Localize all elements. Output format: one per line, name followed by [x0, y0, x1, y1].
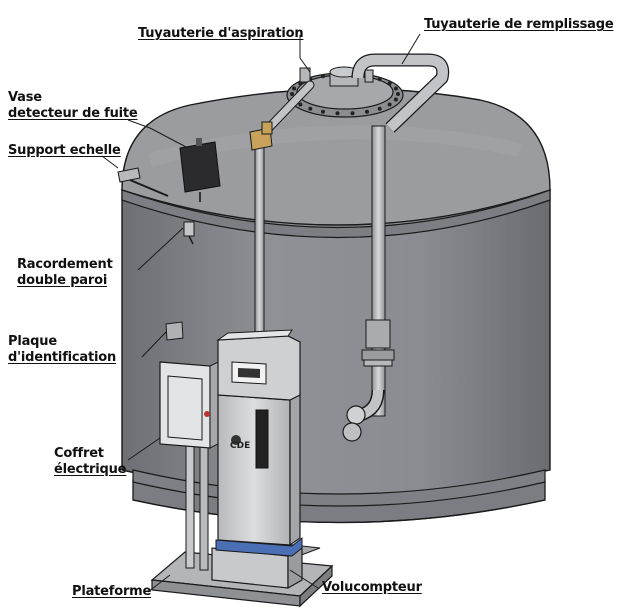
- label-volucompteur: Volucompteur: [322, 580, 422, 595]
- label-racordement-line2: double paroi: [17, 273, 108, 288]
- double-wall-connector: [183, 221, 195, 245]
- label-plaque-line1: Plaque: [8, 334, 57, 349]
- flange-bolt: [365, 109, 369, 114]
- label-coffret-line2: électrique: [54, 462, 127, 477]
- flange-bolt: [393, 86, 398, 91]
- flange-bolt: [321, 74, 325, 79]
- identification-plate: [165, 321, 184, 341]
- flange-bolt: [377, 106, 382, 111]
- flange-bolt: [290, 92, 294, 96]
- filling-pipe: [342, 53, 450, 442]
- label-plaque-line2: d'identification: [8, 350, 117, 365]
- flange-bolt: [377, 77, 382, 82]
- volucompteur-dispenser: [211, 329, 321, 590]
- label-coffret-line1: Coffret: [54, 446, 104, 461]
- flange-bolt: [335, 111, 340, 116]
- brand-logo-text: CDE: [230, 441, 250, 451]
- ladder-support: [117, 167, 169, 197]
- flange-bolt: [396, 92, 400, 96]
- label-tuyauterie-remplissage: Tuyauterie de remplissage: [424, 17, 614, 32]
- electrical-cabinet: [159, 361, 219, 571]
- label-racordement-line1: Racordement: [17, 257, 113, 272]
- flange-bolt: [321, 109, 325, 114]
- suction-pipe: [249, 80, 315, 336]
- label-support-echelle: Support echelle: [8, 143, 121, 158]
- label-vase-line1: Vase: [8, 90, 42, 105]
- flange-bolt: [393, 97, 398, 102]
- flange-bolt: [292, 86, 297, 91]
- flange-bolt: [308, 106, 313, 111]
- flange-bolt: [387, 102, 392, 107]
- label-tuyauterie-aspiration: Tuyauterie d'aspiration: [138, 26, 304, 41]
- flange-bolt: [350, 111, 355, 116]
- leader-lines: [101, 33, 421, 593]
- label-vase-line2: detecteur de fuite: [8, 106, 138, 121]
- label-plateforme: Plateforme: [72, 584, 152, 599]
- manhole: [286, 66, 404, 118]
- leak-detector-vessel: [179, 138, 221, 202]
- flange-bolt: [298, 102, 303, 107]
- flange-bolt: [387, 81, 392, 86]
